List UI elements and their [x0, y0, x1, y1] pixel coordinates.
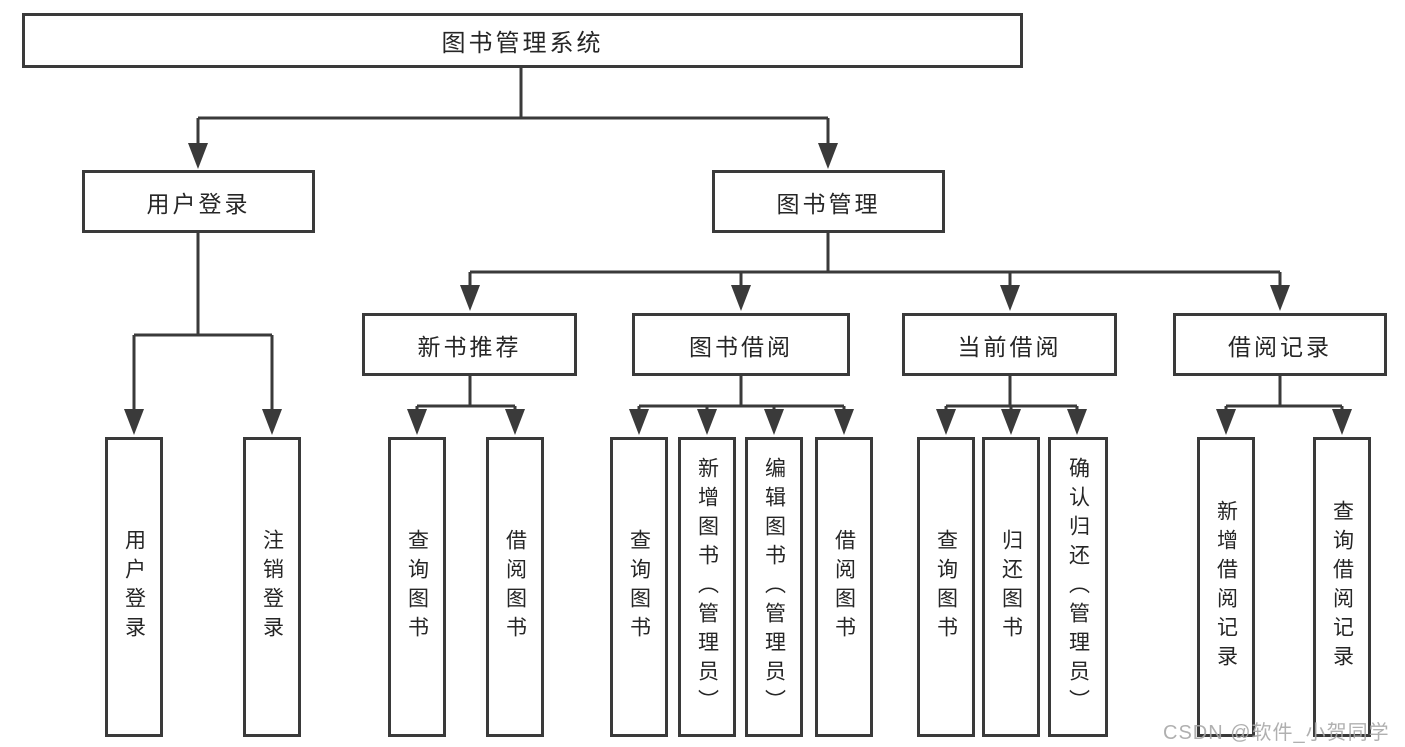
leaf-bb-add-book-label: 新增图书（管理员）: [695, 456, 719, 718]
leaf-cb-query-book: 查询图书: [917, 437, 975, 737]
arrowhead-icons: [124, 143, 1352, 435]
node-book-borrow: 图书借阅: [632, 313, 850, 376]
leaf-logout-label: 注销登录: [260, 529, 284, 645]
node-root: 图书管理系统: [22, 13, 1023, 68]
node-root-label: 图书管理系统: [441, 30, 604, 57]
connector-root-to-level2: [196, 68, 830, 148]
leaf-user-login: 用户登录: [105, 437, 163, 737]
node-new-book-rec: 新书推荐: [362, 313, 577, 376]
leaf-rec-borrow-book: 借阅图书: [486, 437, 544, 737]
leaf-br-query-record-label: 查询借阅记录: [1330, 500, 1354, 674]
leaf-cb-confirm-return: 确认归还（管理员）: [1048, 437, 1108, 737]
leaf-br-add-record: 新增借阅记录: [1197, 437, 1255, 737]
leaf-br-query-record: 查询借阅记录: [1313, 437, 1371, 737]
leaf-bb-add-book: 新增图书（管理员）: [678, 437, 736, 737]
node-borrow-record-label: 借阅记录: [1228, 333, 1332, 360]
node-book-borrow-label: 图书借阅: [689, 333, 793, 360]
leaf-bb-query-book: 查询图书: [610, 437, 668, 737]
node-new-book-rec-label: 新书推荐: [417, 333, 522, 360]
node-current-borrow-label: 当前借阅: [957, 333, 1062, 360]
node-borrow-record: 借阅记录: [1173, 313, 1387, 376]
leaf-user-login-label: 用户登录: [122, 529, 146, 645]
node-book-mgmt: 图书管理: [712, 170, 945, 233]
leaf-cb-confirm-return-label: 确认归还（管理员）: [1066, 456, 1090, 718]
node-current-borrow: 当前借阅: [902, 313, 1117, 376]
node-book-mgmt-label: 图书管理: [776, 190, 881, 217]
connector-book-borrow-to-leaves: [637, 376, 846, 416]
leaf-br-add-record-label: 新增借阅记录: [1214, 500, 1238, 674]
leaf-cb-return-book-label: 归还图书: [999, 529, 1023, 645]
connector-new-book-rec-to-leaves: [415, 376, 517, 416]
connector-book-mgmt-to-level3: [468, 233, 1282, 290]
csdn-watermark: CSDN @软件_小贺同学: [1163, 722, 1390, 744]
node-user-login-label: 用户登录: [146, 190, 251, 217]
leaf-bb-edit-book: 编辑图书（管理员）: [745, 437, 803, 737]
leaf-bb-query-book-label: 查询图书: [627, 529, 651, 645]
leaf-cb-query-book-label: 查询图书: [934, 529, 958, 645]
leaf-cb-return-book: 归还图书: [982, 437, 1040, 737]
leaf-rec-query-book: 查询图书: [388, 437, 446, 737]
leaf-logout: 注销登录: [243, 437, 301, 737]
leaf-rec-query-book-label: 查询图书: [405, 529, 429, 645]
connector-borrow-record-to-leaves: [1224, 376, 1344, 416]
leaf-bb-borrow-book: 借阅图书: [815, 437, 873, 737]
leaf-bb-borrow-book-label: 借阅图书: [832, 529, 856, 645]
node-user-login: 用户登录: [82, 170, 315, 233]
leaf-rec-borrow-book-label: 借阅图书: [503, 529, 527, 645]
connector-user-login-to-leaves: [132, 233, 274, 415]
leaf-bb-edit-book-label: 编辑图书（管理员）: [762, 456, 786, 718]
